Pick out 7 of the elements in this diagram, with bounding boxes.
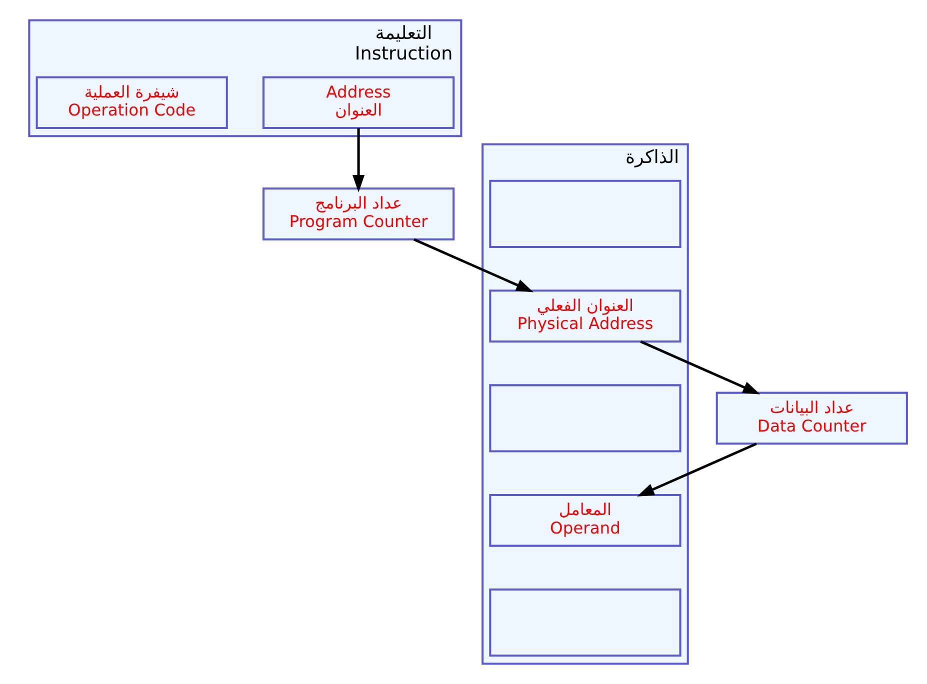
arrow bbox=[352, 128, 364, 192]
node-box bbox=[488, 588, 681, 657]
arrow bbox=[636, 442, 756, 497]
node-box bbox=[488, 384, 681, 452]
node-box bbox=[488, 180, 681, 248]
arrow bbox=[412, 238, 533, 292]
arrow bbox=[640, 340, 760, 394]
